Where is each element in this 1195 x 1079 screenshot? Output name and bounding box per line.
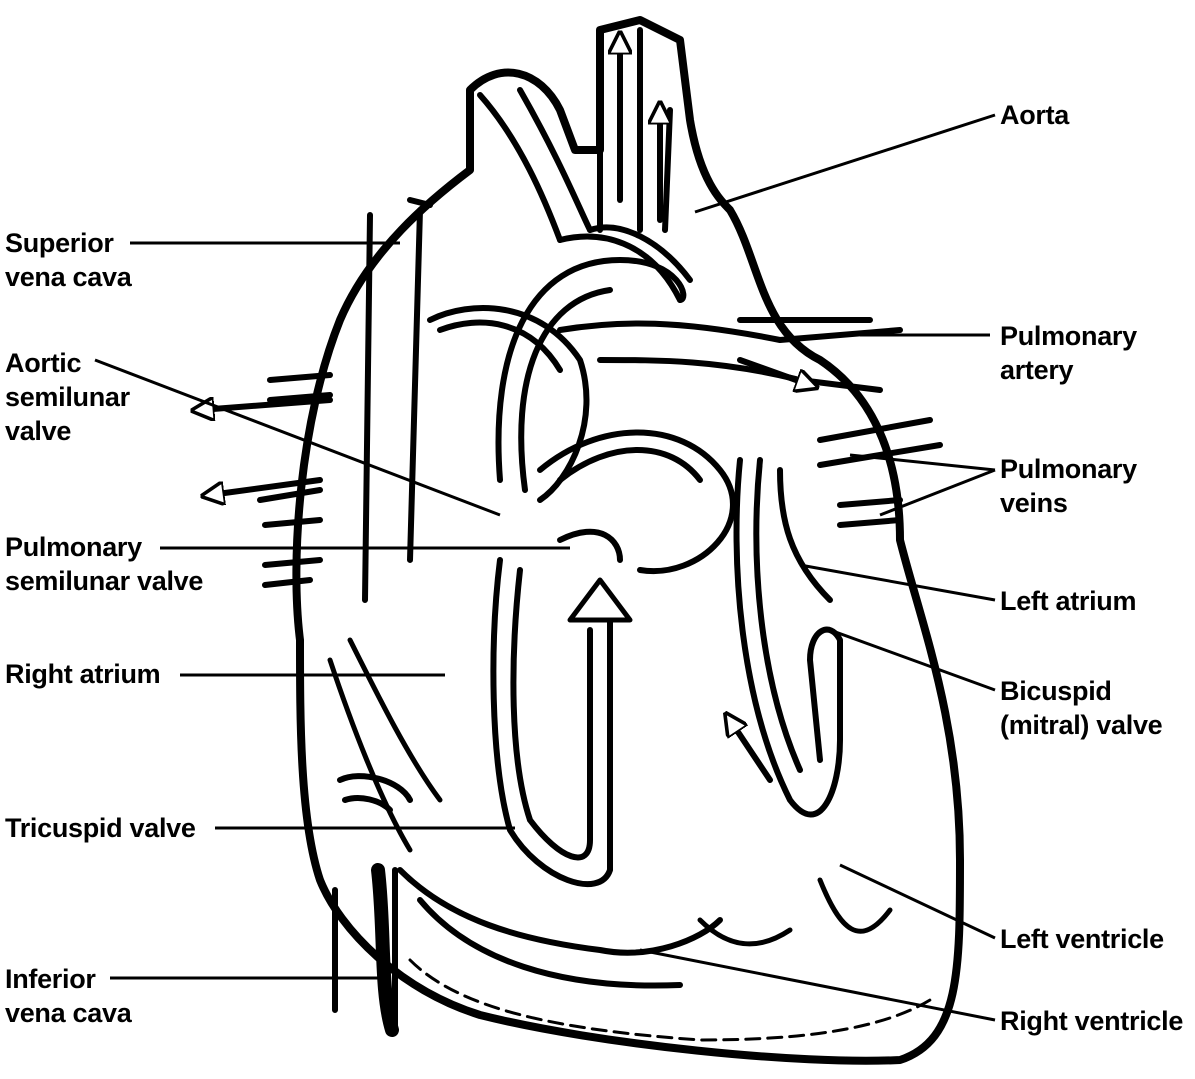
label-line: Pulmonary (1000, 321, 1137, 351)
label-bicuspid-mitral-valve: Bicuspid (mitral) valve (1000, 674, 1163, 742)
label-pulmonary-veins: Pulmonary veins (1000, 452, 1137, 520)
label-line: (mitral) valve (1000, 710, 1163, 740)
label-line: Pulmonary (1000, 454, 1137, 484)
label-inferior-vena-cava: Inferior vena cava (5, 962, 132, 1030)
label-line: Bicuspid (1000, 676, 1112, 706)
label-line: vena cava (5, 998, 132, 1028)
ventricle-wall (397, 867, 723, 989)
leader-pulmonary-veins-1 (849, 453, 996, 472)
septum (537, 429, 736, 575)
label-line: artery (1000, 355, 1074, 385)
label-superior-vena-cava: Superior vena cava (5, 226, 132, 294)
leader-right-ventricle (639, 948, 996, 1022)
label-line: semilunar (5, 382, 130, 412)
label-line: Right ventricle (1000, 1006, 1184, 1036)
aorta-arch (477, 27, 673, 243)
label-pulmonary-artery: Pulmonary artery (1000, 319, 1137, 387)
label-aorta: Aorta (1000, 98, 1069, 132)
label-left-ventricle: Left ventricle (1000, 922, 1164, 956)
label-line: Inferior (5, 964, 96, 994)
label-line: Aorta (1000, 100, 1070, 130)
leader-bicuspid-valve (829, 628, 996, 692)
label-line: veins (1000, 488, 1068, 518)
label-line: Tricuspid valve (5, 813, 196, 843)
label-right-ventricle: Right ventricle (1000, 1004, 1183, 1038)
label-line: Left atrium (1000, 586, 1137, 616)
label-line: valve (5, 416, 72, 446)
label-right-atrium: Right atrium (5, 657, 161, 691)
label-left-atrium: Left atrium (1000, 584, 1137, 618)
label-line: Left ventricle (1000, 924, 1164, 954)
label-line: vena cava (5, 262, 132, 292)
leader-aorta (694, 113, 996, 214)
leader-aortic-semilunar-valve (94, 358, 501, 517)
label-tricuspid-valve: Tricuspid valve (5, 811, 196, 845)
inferior-vena-cava-shape (332, 867, 398, 1033)
pulmonary-veins-shape (817, 417, 943, 528)
leader-left-atrium (799, 563, 996, 602)
label-line: Right atrium (5, 659, 161, 689)
leader-left-ventricle (839, 863, 996, 940)
label-line: Superior (5, 228, 114, 258)
label-line: Pulmonary (5, 532, 142, 562)
leader-pulmonary-veins-2 (879, 468, 996, 517)
label-line: semilunar valve (5, 566, 204, 596)
label-line: Aortic (5, 348, 82, 378)
label-aortic-semilunar-valve: Aortic semilunar valve (5, 346, 130, 448)
label-pulmonary-semilunar-valve: Pulmonary semilunar valve (5, 530, 203, 598)
superior-vena-cava-shape (362, 197, 433, 603)
